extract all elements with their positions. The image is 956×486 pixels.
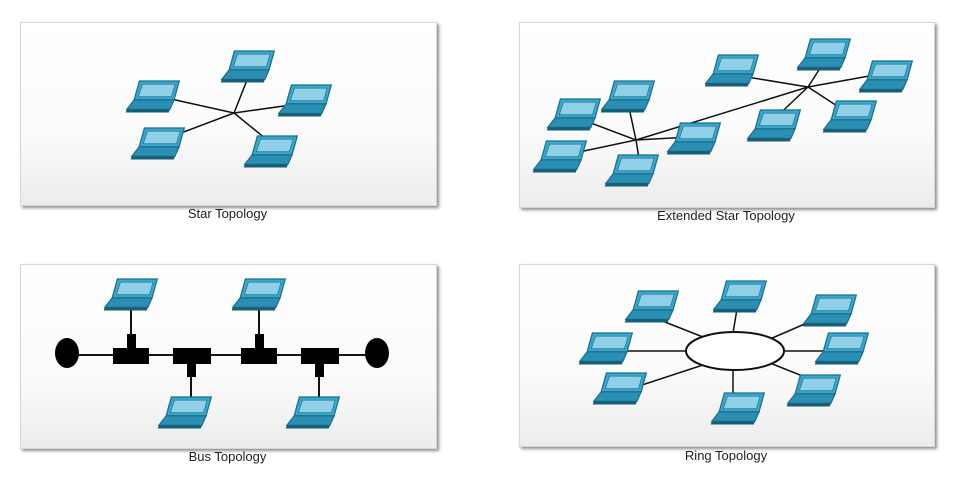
laptop-icon bbox=[712, 280, 768, 313]
laptop-icon bbox=[578, 332, 634, 365]
laptop-icon bbox=[285, 396, 341, 429]
laptop-icon bbox=[125, 80, 181, 113]
laptop-icon bbox=[532, 140, 588, 173]
laptop-icon bbox=[600, 80, 656, 113]
ring-icon bbox=[685, 331, 785, 371]
bus-topology-panel bbox=[20, 264, 437, 449]
terminator-icon bbox=[55, 338, 79, 368]
laptop-icon bbox=[796, 38, 852, 71]
laptop-icon bbox=[546, 98, 602, 131]
laptop-icon bbox=[786, 374, 842, 407]
star-topology-diagram bbox=[125, 50, 333, 168]
laptop-icon bbox=[858, 60, 914, 93]
laptop-icon bbox=[604, 154, 660, 187]
ring-topology-diagram bbox=[578, 280, 870, 425]
t-connector-icon bbox=[241, 334, 277, 364]
laptop-icon bbox=[666, 122, 722, 155]
extended-star-topology-panel bbox=[519, 22, 935, 208]
laptop-icon bbox=[592, 372, 648, 405]
laptop-icon bbox=[157, 396, 213, 429]
t-connector-icon bbox=[113, 334, 149, 364]
t-connector-icon bbox=[301, 348, 339, 377]
laptop-icon bbox=[746, 109, 802, 142]
laptop-icon bbox=[802, 294, 858, 327]
bus-topology-label: Bus Topology bbox=[188, 449, 267, 464]
laptop-icon bbox=[231, 278, 287, 311]
laptop-icon bbox=[103, 278, 159, 311]
star-topology-panel bbox=[20, 22, 437, 206]
laptop-icon bbox=[220, 50, 276, 83]
extended-star-topology-diagram bbox=[532, 38, 914, 187]
star-topology-label: Star Topology bbox=[187, 206, 268, 221]
ring-topology-label: Ring Topology bbox=[684, 448, 768, 463]
laptop-icon bbox=[277, 84, 333, 117]
laptop-icon bbox=[710, 392, 766, 425]
laptop-icon bbox=[822, 100, 878, 133]
extended-star-topology-label: Extended Star Topology bbox=[657, 208, 795, 223]
bus-topology-diagram bbox=[55, 278, 389, 429]
laptop-icon bbox=[130, 127, 186, 160]
laptop-icon bbox=[243, 135, 299, 168]
t-connector-icon bbox=[173, 348, 211, 377]
laptop-icon bbox=[814, 332, 870, 365]
ring-topology-panel bbox=[519, 264, 935, 447]
laptop-icon bbox=[624, 290, 680, 323]
laptop-icon bbox=[704, 54, 760, 87]
terminator-icon bbox=[365, 338, 389, 368]
